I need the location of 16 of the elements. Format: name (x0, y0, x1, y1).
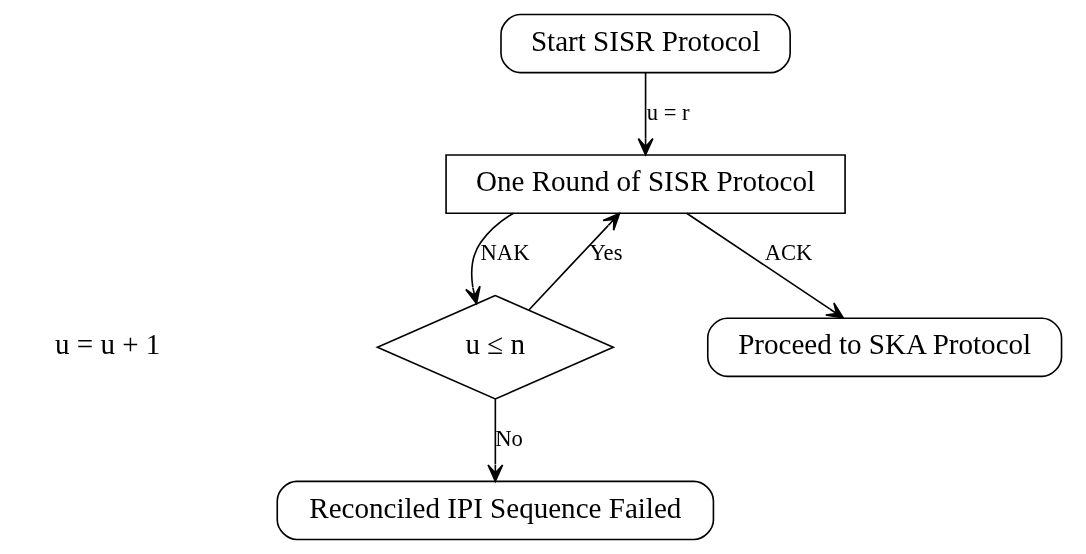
edge-label: NAK (480, 240, 530, 266)
node-box: One Round of SISR Protocol (445, 154, 846, 214)
node-diamond: u ≤ n (375, 294, 616, 400)
edge-label: ACK (764, 240, 813, 266)
arrow (487, 398, 504, 482)
arrow (465, 212, 515, 305)
node-box: Reconciled IPI Sequence Failed (276, 480, 715, 541)
arrow (685, 212, 845, 319)
node-box: Start SISR Protocol (500, 13, 791, 74)
edge-label: u = r (646, 99, 690, 125)
node-box: Proceed to SKA Protocol (706, 317, 1063, 378)
arrow (528, 212, 621, 311)
edge-label: No (495, 426, 523, 452)
arrow (637, 72, 654, 156)
label: u = u + 1 (54, 328, 161, 361)
edge-label: Yes (589, 240, 623, 266)
